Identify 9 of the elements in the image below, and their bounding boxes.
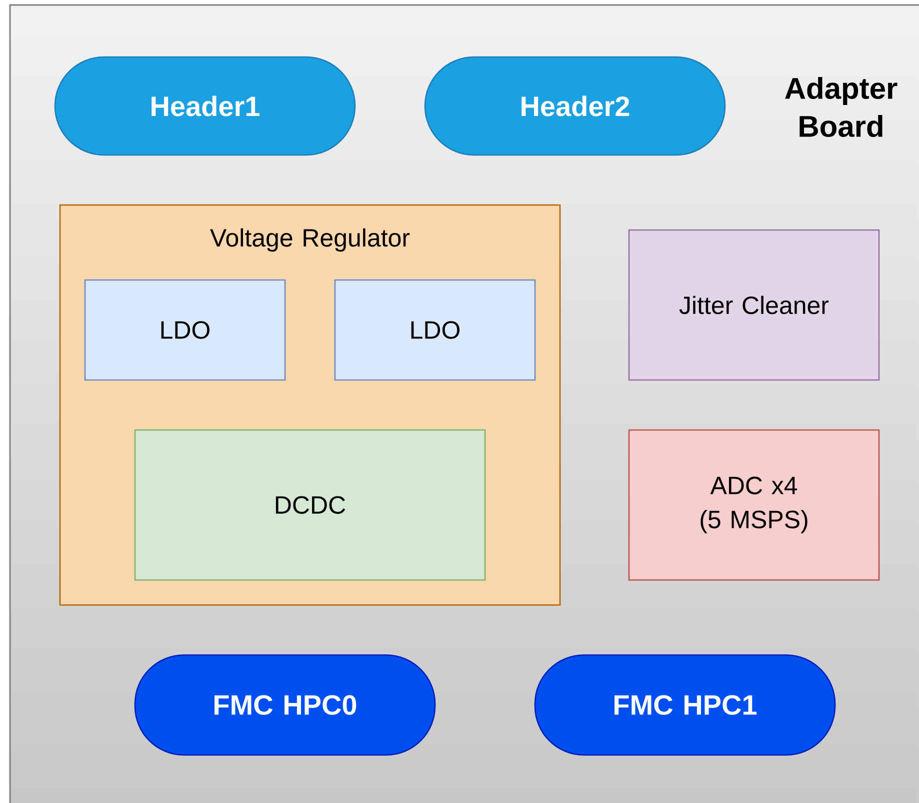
ldo-box: LDO bbox=[84, 279, 286, 381]
connector-pill: FMC HPC0 bbox=[134, 654, 436, 756]
header-pill: Header1 bbox=[54, 56, 356, 156]
ldo-box: LDO bbox=[334, 279, 536, 381]
connector-pill: FMC HPC1 bbox=[534, 654, 836, 756]
adc-box: ADC x4 (5 MSPS) bbox=[628, 429, 880, 581]
dcdc-box: DCDC bbox=[134, 429, 486, 581]
jitter-cleaner-box: Jitter Cleaner bbox=[628, 229, 880, 381]
header-pill: Header2 bbox=[424, 56, 726, 156]
